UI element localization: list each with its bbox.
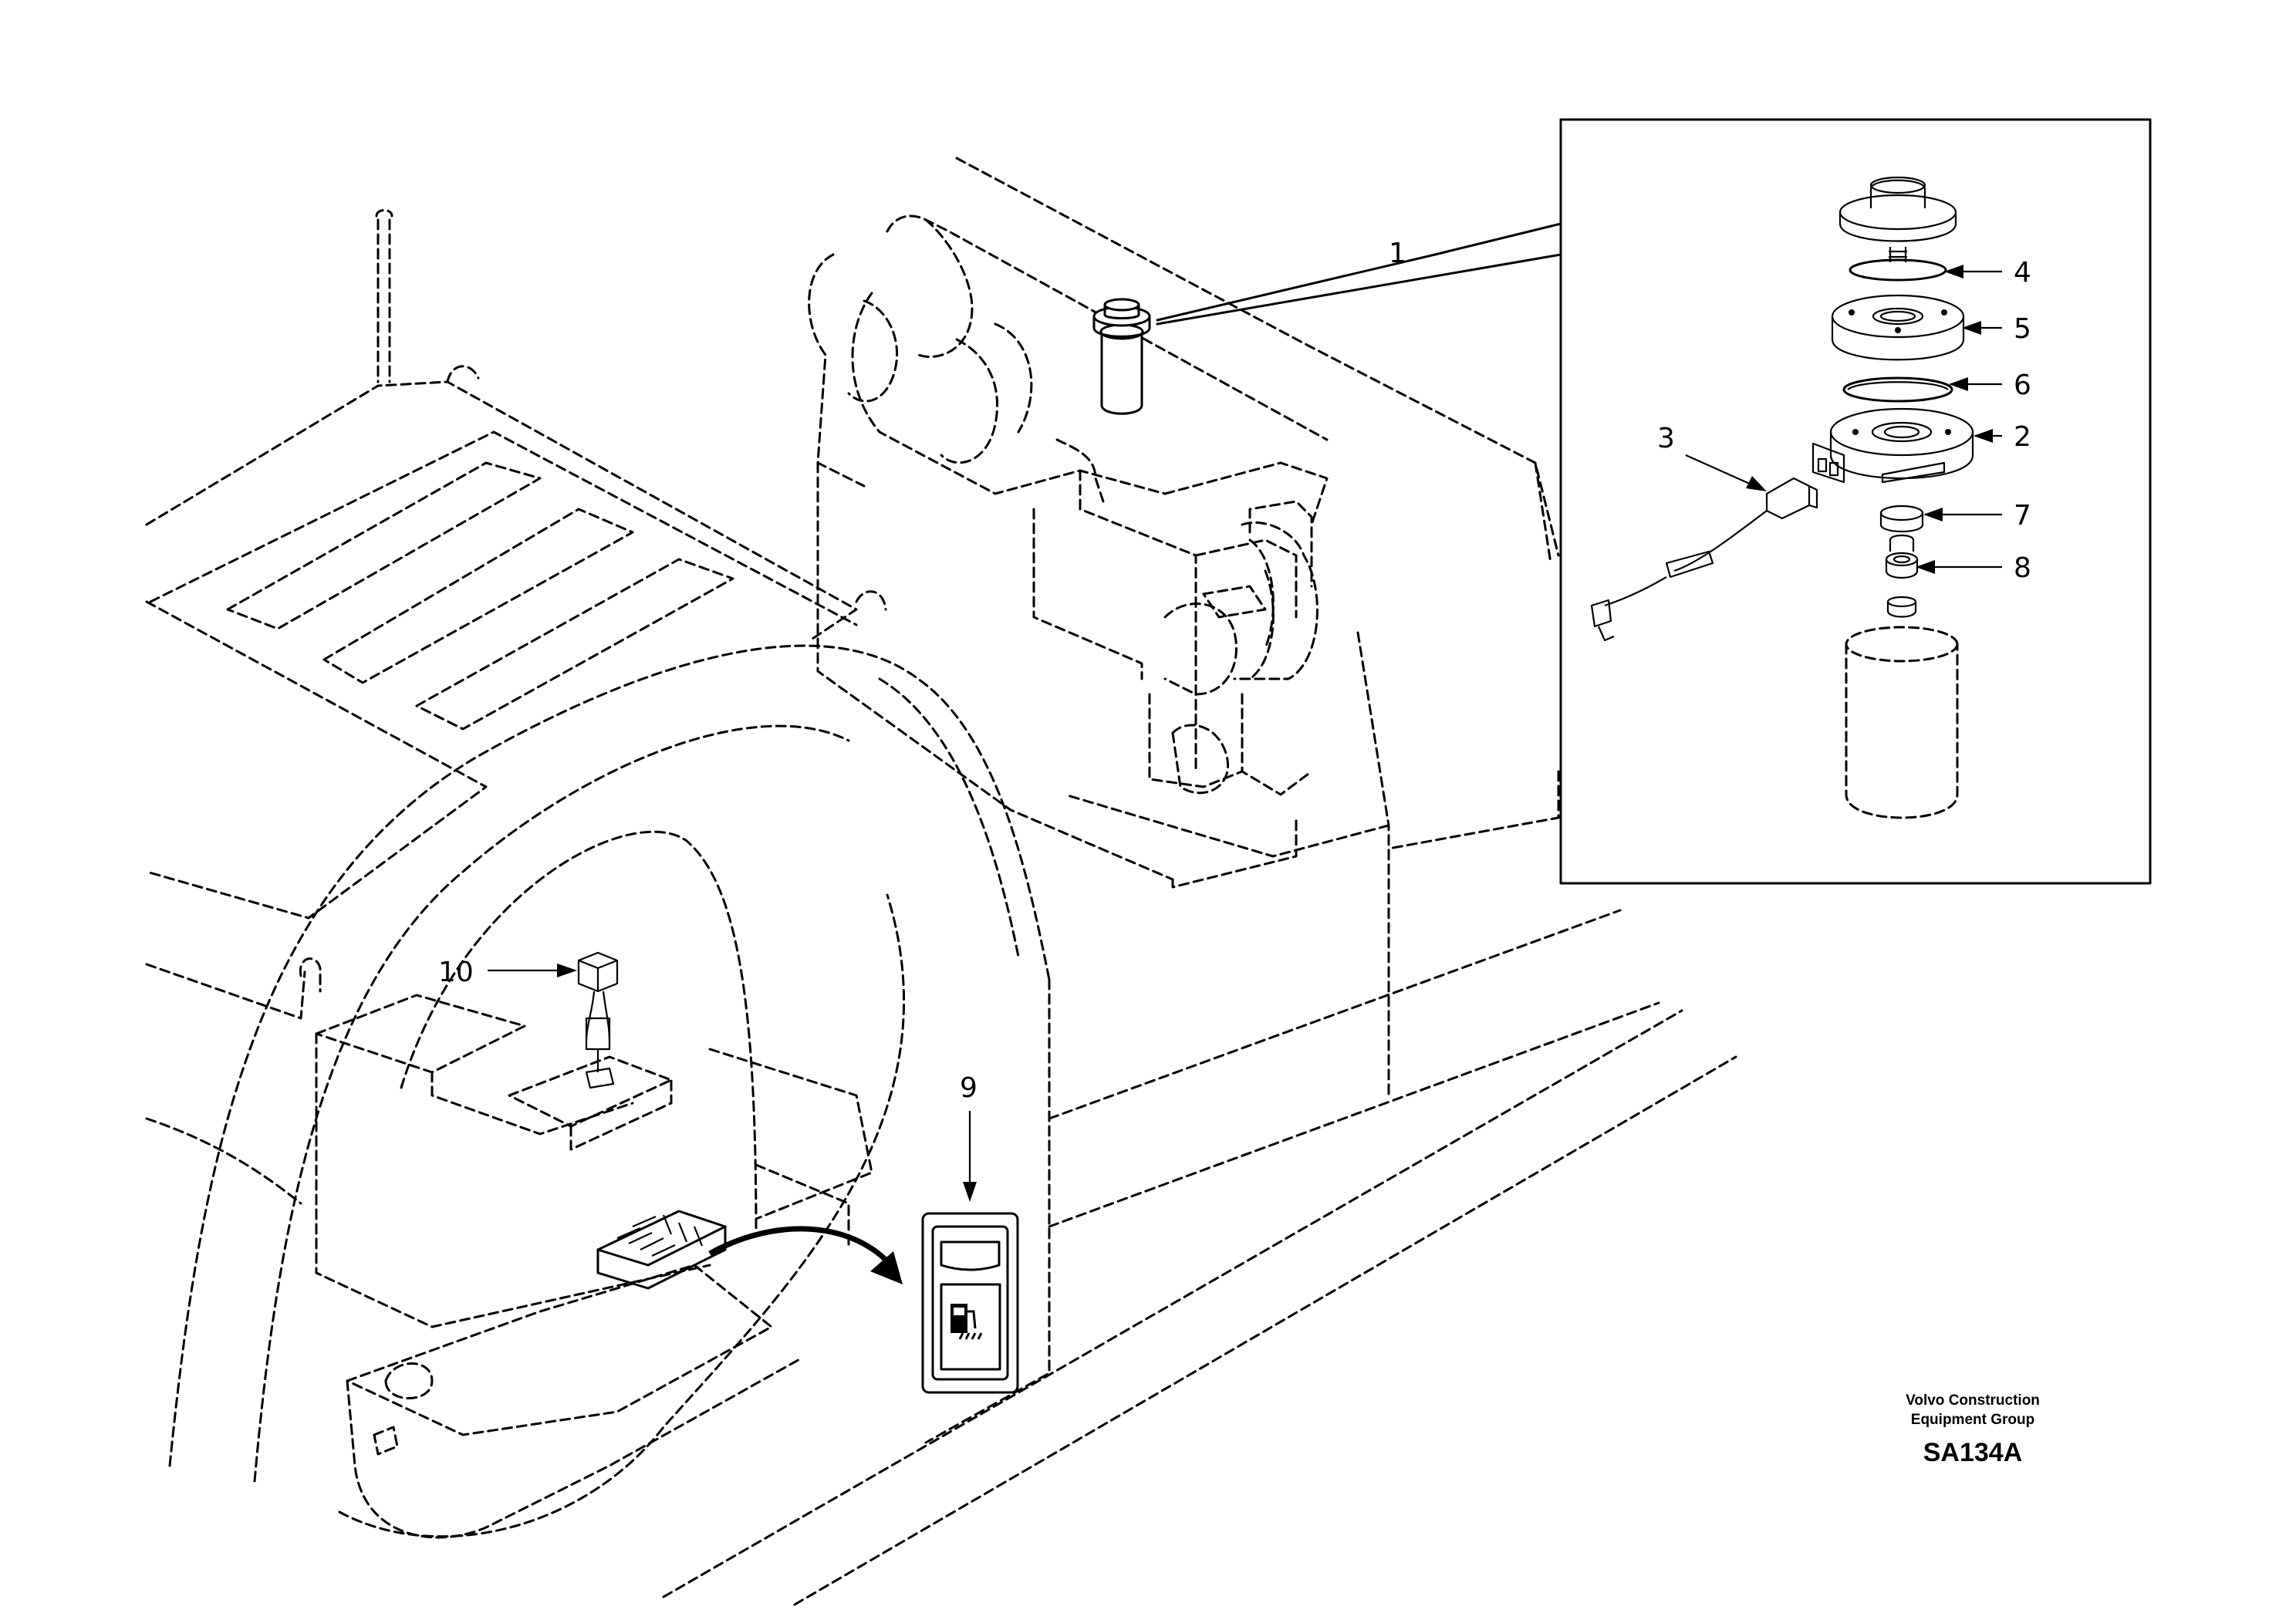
callout-1: 1 [1389, 238, 1406, 269]
connector-part-10 [577, 951, 619, 1089]
callout-10: 10 [438, 957, 474, 988]
callout-leaders [488, 265, 2002, 1202]
company-name-line1: Volvo Construction [1906, 1392, 2040, 1409]
fuel-filter-assembly-in-situ [1092, 298, 1151, 415]
fuel-pump-switch-part-9 [921, 1212, 1019, 1394]
switch-panel [596, 1210, 903, 1290]
company-name-line2: Equipment Group [1911, 1412, 2034, 1428]
callout-2: 2 [2014, 421, 2031, 453]
callout-4: 4 [2014, 257, 2031, 289]
callout-7: 7 [2014, 500, 2031, 532]
callout-1-leader [1156, 222, 1562, 326]
callout-8: 8 [2014, 552, 2031, 584]
drawing-footer: Volvo Construction Equipment Group SA134… [1906, 1392, 2040, 1467]
callout-9: 9 [960, 1072, 977, 1104]
callout-5: 5 [2014, 313, 2031, 345]
callout-3: 3 [1657, 423, 1675, 454]
machine-outline [145, 157, 1737, 1606]
detail-view-frame [1559, 118, 2152, 885]
callout-labels: 1 4 5 6 2 3 7 8 10 9 [438, 238, 2031, 1104]
exploded-view [1590, 176, 1974, 819]
callout-6: 6 [2014, 370, 2031, 401]
drawing-reference: SA134A [1923, 1438, 2023, 1467]
